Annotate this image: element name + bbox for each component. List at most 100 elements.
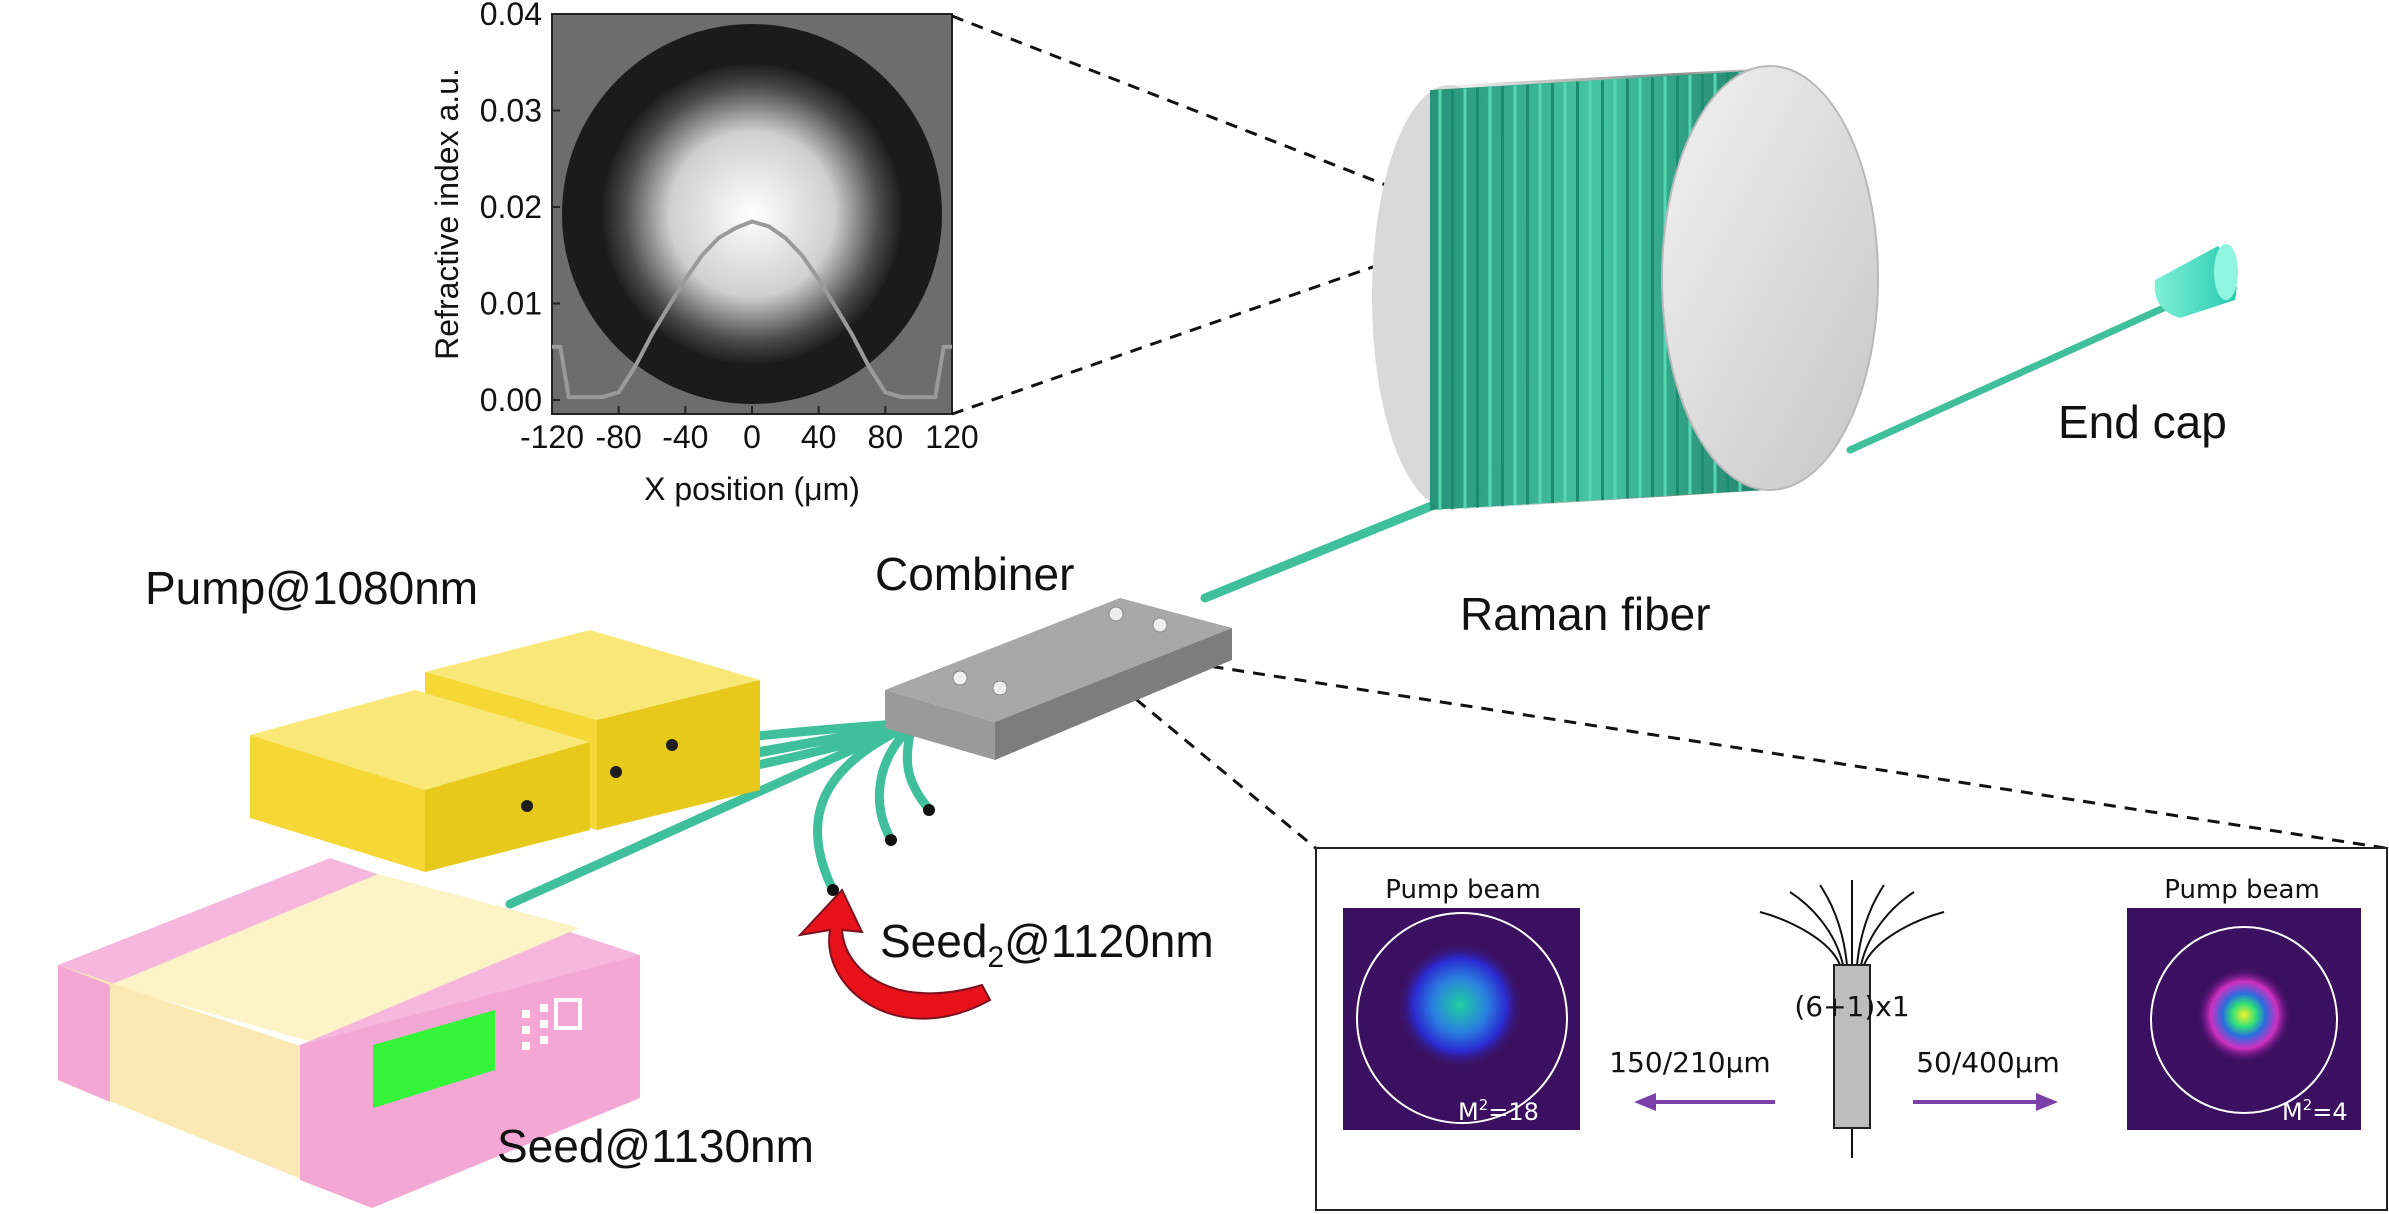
seed-display xyxy=(373,1010,495,1108)
combiner-front xyxy=(995,628,1232,760)
raman-fiber-drum xyxy=(1372,65,1879,510)
zoom-lines xyxy=(951,14,2386,852)
pump-box-side xyxy=(250,735,425,872)
x-tick-label: 120 xyxy=(925,419,978,455)
fiber-free-end-2 xyxy=(902,729,933,813)
combiner-top xyxy=(885,598,1232,722)
zoom-line-combiner-right xyxy=(1169,658,2386,850)
button-icon xyxy=(522,1042,530,1050)
port xyxy=(610,766,622,778)
right-arrow xyxy=(1913,1093,2058,1111)
y-tick-label: 0.04 xyxy=(480,0,542,32)
refractive-index-profile-line xyxy=(552,219,952,400)
pump-fiber-ports xyxy=(521,739,678,812)
input-fiber-fan xyxy=(1819,884,1848,966)
left-m2-label: M2=18 xyxy=(1458,1096,1539,1126)
left-beam-title: Pump beam xyxy=(1385,875,1541,905)
m2-prefix: M xyxy=(1458,1098,1479,1126)
seed-label: Seed@1130nm xyxy=(497,1120,814,1172)
seed2-subscript: 2 xyxy=(987,941,1004,974)
combiner-schematic xyxy=(1759,880,1945,1158)
seed-buttons-icon xyxy=(522,998,582,1050)
m2-superscript: 2 xyxy=(1479,1096,1489,1114)
fiber-drum-to-endcap xyxy=(1846,301,2174,454)
seed-top-left-cap xyxy=(58,858,395,990)
pump-box-front xyxy=(597,680,760,830)
red-curved-arrow-icon xyxy=(797,888,992,1020)
x-tick-label: 0 xyxy=(743,419,761,455)
pump-box-top xyxy=(425,630,760,720)
end-cap-face xyxy=(2214,244,2238,300)
combiner-inset: Pump beam M2=18 Pump beam M2=4 (6+1)x1 xyxy=(1315,847,2388,1211)
seed2-label: Seed2@1120nm xyxy=(880,915,1214,974)
x-tick-label: -80 xyxy=(596,419,642,455)
arrow-right-icon xyxy=(2036,1093,2058,1111)
combiner-screws xyxy=(952,606,1168,696)
screw-icon xyxy=(1152,617,1168,633)
x-axis-label: X position (μm) xyxy=(644,471,860,507)
left-beam-aperture xyxy=(1356,912,1568,1124)
port xyxy=(666,739,678,751)
fiber-core-disk xyxy=(602,64,902,364)
y-tick-label: 0.00 xyxy=(480,382,542,418)
right-m2-label: M2=4 xyxy=(2282,1096,2348,1126)
combiner-side xyxy=(885,690,995,760)
port xyxy=(521,800,533,812)
pump-label: Pump@1080nm xyxy=(145,562,478,614)
plot-ticks xyxy=(551,13,953,414)
m2-value: =18 xyxy=(1488,1098,1539,1126)
pump-box-top xyxy=(250,690,590,790)
arrow-left-icon xyxy=(1634,1093,1656,1111)
y-axis-label: Refractive index a.u. xyxy=(429,68,465,360)
button-icon xyxy=(522,1026,530,1034)
fiber-tip xyxy=(923,804,935,816)
seed-top xyxy=(110,874,580,1042)
input-fiber-fan xyxy=(1863,911,1945,966)
seed2-prefix: Seed xyxy=(880,915,987,967)
raman-fiber-label: Raman fiber xyxy=(1460,588,1711,640)
combiner-spec-label: (6+1)x1 xyxy=(1794,990,1909,1023)
fiber-tip xyxy=(885,834,897,846)
y-tick-label: 0.01 xyxy=(480,286,542,322)
right-fiber-spec: 50/400μm xyxy=(1916,1046,2060,1079)
end-cap-label: End cap xyxy=(2058,396,2227,448)
zoom-line-bottom xyxy=(951,238,1451,416)
button-icon xyxy=(540,1036,548,1044)
x-tick-label: 40 xyxy=(801,419,837,455)
button-icon xyxy=(540,1004,548,1012)
input-fiber-fan xyxy=(1856,884,1885,966)
left-fiber-spec: 150/210μm xyxy=(1609,1046,1770,1079)
pump-box-front xyxy=(425,742,590,872)
zoom-line-combiner-left xyxy=(1119,684,1319,852)
screw-icon xyxy=(1108,606,1124,622)
m2-prefix: M xyxy=(2282,1098,2303,1126)
button-icon xyxy=(540,1020,548,1028)
right-beam-spot xyxy=(2196,967,2292,1063)
zoom-line-top xyxy=(951,14,1451,212)
fiber-tip xyxy=(827,884,839,896)
fiber-free-end-1 xyxy=(874,728,910,843)
right-beam-aperture xyxy=(2150,926,2338,1114)
pump-module-front xyxy=(250,690,590,872)
input-fiber-fan xyxy=(1860,891,1915,966)
y-tick-labels: 0.00 0.01 0.02 0.03 0.04 xyxy=(480,0,542,418)
combiner-label: Combiner xyxy=(875,548,1074,600)
m2-superscript: 2 xyxy=(2303,1096,2313,1114)
x-tick-label: 80 xyxy=(868,419,904,455)
fiber-seed-to-combiner xyxy=(505,723,905,909)
combiner-device xyxy=(885,598,1232,760)
seed-left-cap-face xyxy=(58,965,110,1102)
input-fiber-fan xyxy=(1789,891,1844,966)
drum-front-face xyxy=(1661,65,1879,491)
y-tick-label: 0.02 xyxy=(480,189,542,225)
plot-series xyxy=(552,219,952,400)
y-tick-label: 0.03 xyxy=(480,93,542,129)
seed-left-face xyxy=(58,965,372,1208)
fiber-tips xyxy=(827,804,935,896)
end-cap xyxy=(2154,244,2238,318)
right-beam-title: Pump beam xyxy=(2164,875,2320,905)
x-tick-label: -120 xyxy=(520,419,584,455)
fiber-seed2-lead xyxy=(813,725,905,893)
